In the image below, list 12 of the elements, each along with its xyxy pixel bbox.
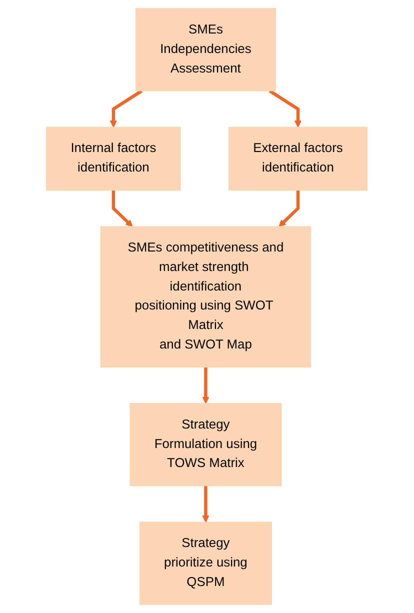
arrow	[112, 190, 133, 227]
node-box: SMEs Independencies Assessment	[136, 8, 276, 92]
arrow	[202, 367, 210, 404]
arrow	[110, 89, 143, 128]
arrow	[278, 190, 300, 227]
node-box: Strategy Formulation using TOWS Matrix	[130, 403, 282, 486]
arrow	[269, 89, 302, 128]
arrow	[202, 486, 210, 522]
node-box: External factors identification	[228, 126, 368, 191]
node-box: Internal factors identification	[46, 126, 182, 191]
node-box: Strategy prioritize using QSPM	[140, 522, 272, 605]
node-box: SMEs competitiveness and market strength identification positioning using SWOT Matrix and SWOT Map	[100, 226, 312, 368]
